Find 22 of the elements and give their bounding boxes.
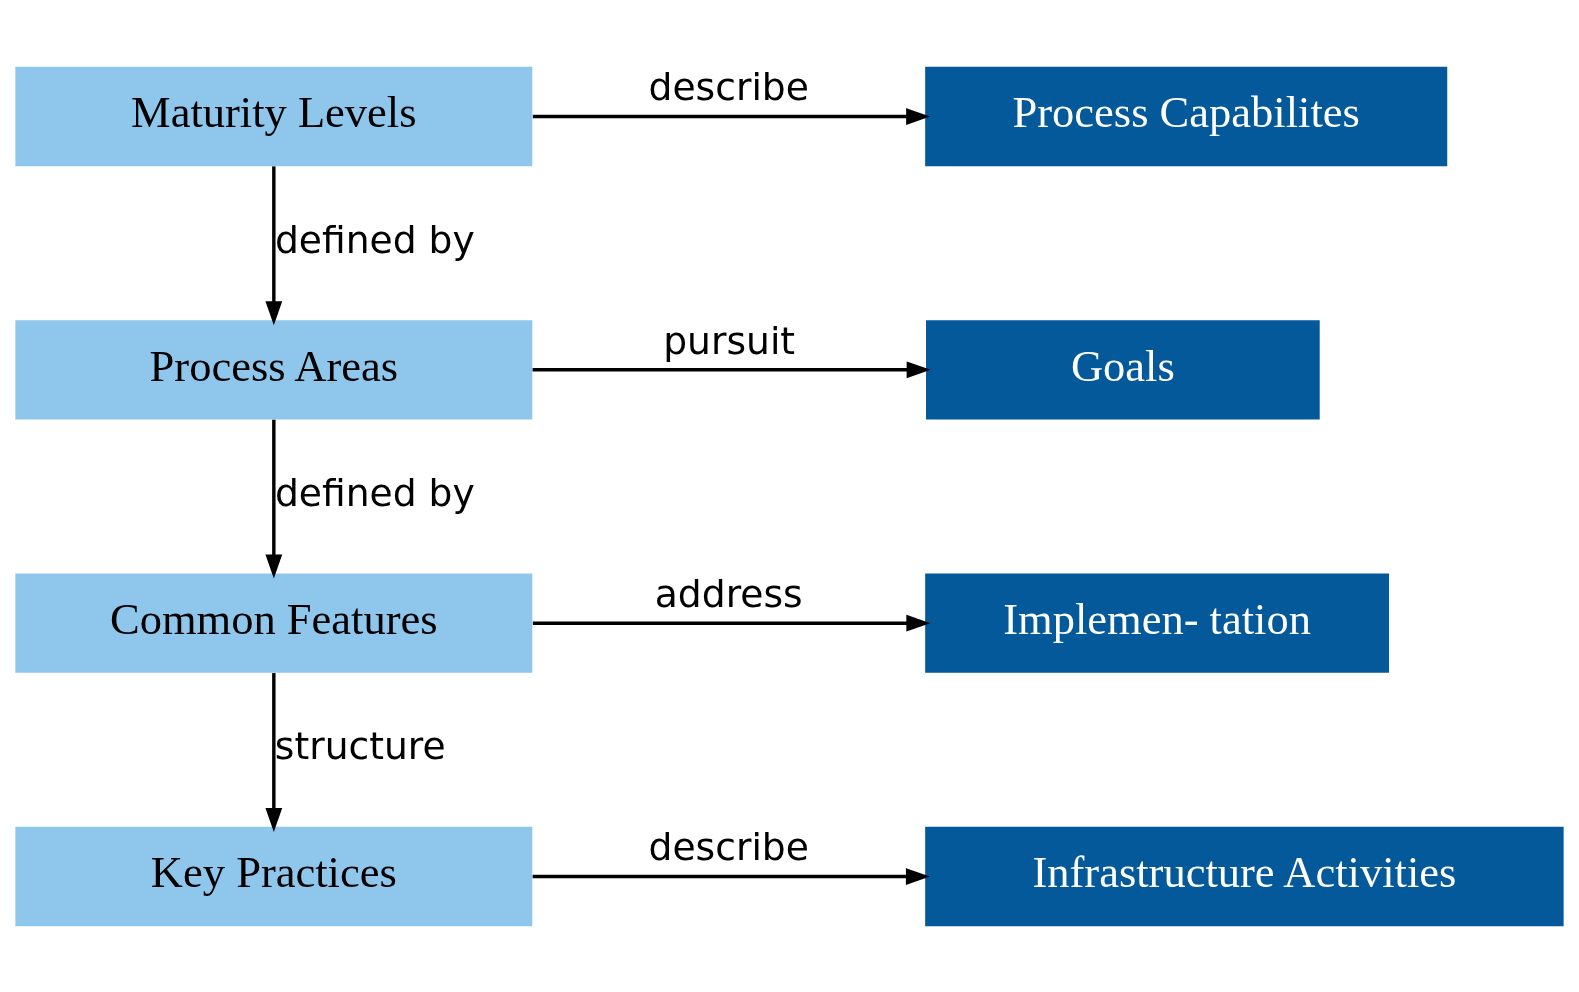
arrow — [532, 360, 931, 378]
arrow — [265, 672, 283, 832]
node-box: Process Capabilites — [925, 66, 1448, 166]
arrow — [265, 419, 283, 579]
edge-label: structure — [274, 723, 446, 768]
node-box: Maturity Levels — [15, 66, 533, 166]
arrow — [532, 107, 931, 125]
edge-label: describe — [648, 824, 809, 869]
node-box: Goals — [926, 319, 1320, 419]
node-box: Common Features — [15, 573, 533, 673]
node-box: Implemen- tation — [925, 573, 1390, 673]
edge-label: describe — [648, 64, 809, 109]
node-box: Infrastructure Activities — [925, 826, 1564, 926]
arrow — [532, 614, 931, 632]
arrow — [265, 165, 283, 325]
arrow — [532, 867, 930, 885]
edge-label: address — [654, 571, 803, 616]
node-box: Process Areas — [15, 319, 533, 419]
edge-label: defined by — [274, 217, 475, 262]
edge-label: defined by — [274, 470, 475, 515]
node-box: Key Practices — [15, 826, 533, 926]
edge-label: pursuit — [663, 318, 796, 363]
